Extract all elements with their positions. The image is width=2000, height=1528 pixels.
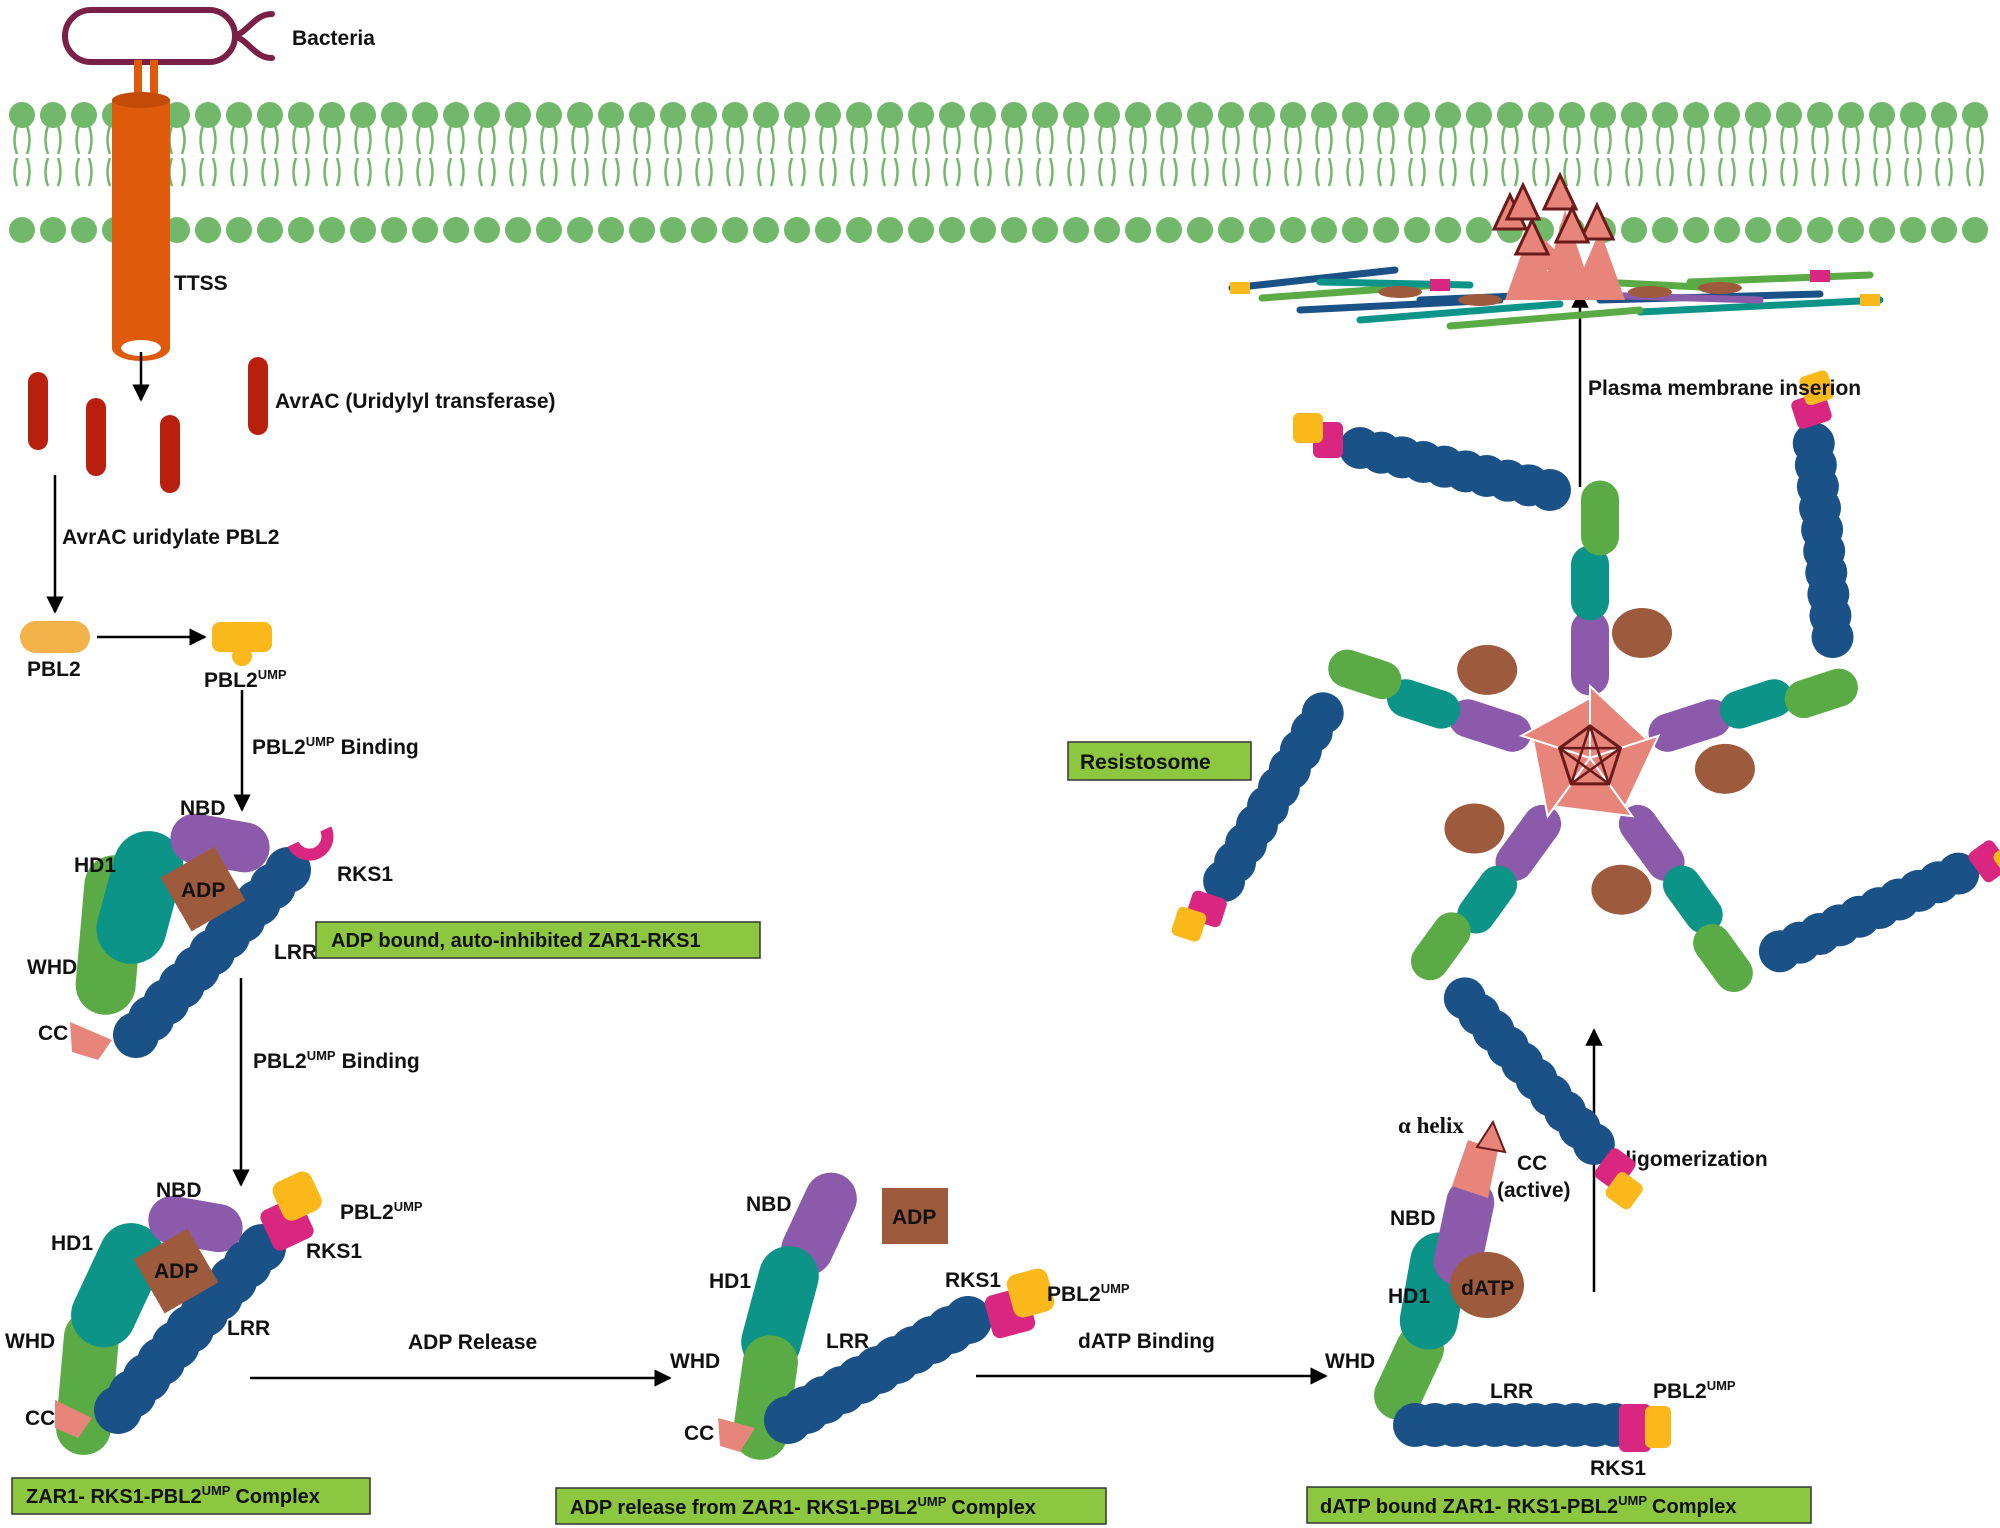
cc-active-domain [1452,1140,1498,1198]
resistosome-text: Resistosome [1080,751,1211,774]
nbd-domain [170,813,270,873]
lrr-label-2: LRR [227,1317,270,1340]
ttss-injectisome [112,60,170,361]
hd1-domain [96,831,184,964]
adp-label-1: ADP [181,879,225,902]
pbl2ump-label-2: PBL2UMP [340,1199,423,1224]
rks1-pbl2ump [1619,1404,1671,1452]
cc-label-1: CC [38,1022,68,1045]
adp-molecule [160,846,246,932]
lrr-domain [94,1224,286,1434]
adp-label-3: ADP [892,1206,936,1229]
rks1-label-1: RKS1 [337,863,393,886]
adp-label-2: ADP [154,1260,198,1283]
pbl2ump-protein [212,622,272,666]
pbl2ump-label: PBL2UMP [204,667,287,692]
auto-inhibited-box [315,921,761,959]
zar1-autoinhibited [70,813,334,1060]
pbl2ump-label-4: PBL2UMP [1653,1378,1736,1403]
lrr-domain [1393,1403,1637,1447]
datp-label-4: dATP [1461,1277,1514,1300]
cc-domain [70,1022,112,1060]
avrac-uridylate-label: AvrAC uridylate PBL2 [62,526,279,549]
alpha-helix-label: α helix [1398,1113,1464,1138]
lrr-domain [113,847,311,1058]
pbl2ump-label-3: PBL2UMP [1047,1281,1130,1306]
avrac-effectors [28,357,268,493]
bacteria-label: Bacteria [292,27,375,50]
datp-binding-label: dATP Binding [1078,1330,1215,1353]
whd-label-1: WHD [27,956,77,979]
pbl2-label: PBL2 [27,658,81,681]
hd1-label-2: HD1 [51,1232,93,1255]
complex-box [11,1477,371,1515]
nbd-label-2: NBD [156,1179,202,1202]
whd-label-3: WHD [670,1350,720,1373]
rks1-pbl2ump [260,1171,322,1251]
rks1-pbl2ump [984,1268,1055,1339]
hd1-domain [71,1223,164,1348]
alpha-helix [1475,1119,1507,1154]
hd1-label-3: HD1 [709,1270,751,1293]
resistosome-box [1067,741,1252,781]
pbl2-protein [20,621,90,653]
cc-active-label: CC [1517,1152,1547,1175]
plasma-membrane-label: Plasma membrane inserion [1588,377,1861,400]
whd-label-2: WHD [5,1330,55,1353]
nbd-label-3: NBD [746,1193,792,1216]
auto-inhibited-text: ADP bound, auto-inhibited ZAR1-RKS1 [331,930,701,952]
nbd-label-4: NBD [1390,1207,1436,1230]
zar1-complex [55,1171,322,1455]
hd1-label-4: HD1 [1388,1285,1430,1308]
rks1-protein [287,826,334,861]
whd-label-4: WHD [1325,1350,1375,1373]
nbd-label-1: NBD [180,797,226,820]
datp-bound-box [1306,1486,1812,1524]
adp-free [882,1188,948,1244]
hd1-label-1: HD1 [74,854,116,877]
cc-label-2: CC [25,1407,55,1430]
lrr-domain [764,1296,992,1444]
resistosome [1171,370,2000,1210]
lrr-label-1: LRR [274,941,317,964]
bacteria-icon [62,7,275,65]
zar1-adp-released [718,1172,1055,1460]
datp-molecule [1450,1252,1524,1318]
lrr-label-4: LRR [1490,1380,1533,1403]
cc-domain [55,1400,92,1438]
rks1-label-2: RKS1 [306,1240,362,1263]
cc-active-sub: (active) [1497,1179,1571,1202]
adp-release-label: ADP Release [408,1331,537,1354]
adp-molecule [133,1228,219,1314]
oligomerization-label: Oligomerization [1609,1148,1768,1171]
plasma-membrane [9,102,1988,243]
zar1-datp-bound [1374,1119,1671,1452]
lrr-label-3: LRR [826,1330,869,1353]
cc-domain [718,1418,755,1452]
adp-release-box [555,1487,1107,1525]
inserted-resistosome [1228,171,1884,330]
cc-label-3: CC [684,1422,714,1445]
rks1-label-3: RKS1 [945,1269,1001,1292]
avrac-label: AvrAC (Uridylyl transferase) [275,390,556,413]
ttss-label: TTSS [174,272,228,295]
rks1-label-4: RKS1 [1590,1457,1646,1480]
